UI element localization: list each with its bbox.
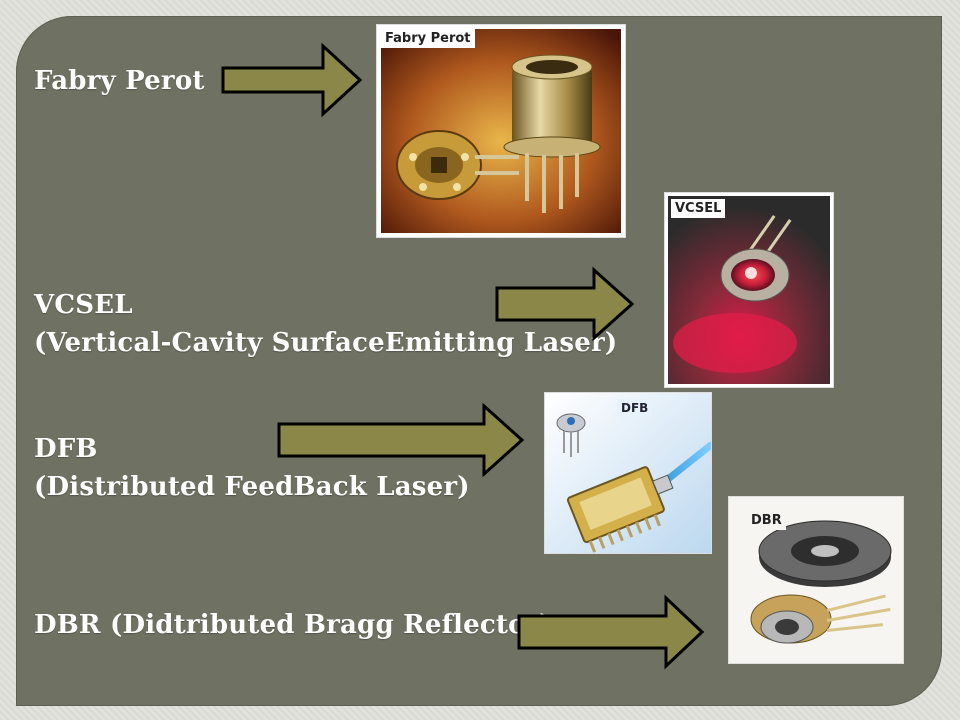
label-title: Fabry Perot (34, 66, 205, 96)
arrow-right-icon (277, 402, 525, 478)
photo-tag: DBR (747, 511, 786, 530)
photo-tag: Fabry Perot (381, 29, 475, 48)
label-title: DFB (34, 434, 98, 464)
photo-dbr: DBR (728, 496, 904, 664)
label-fabry-perot: Fabry Perot (34, 62, 205, 100)
arrow-right-icon (495, 266, 635, 342)
label-title: VCSEL (34, 290, 133, 320)
label-dfb: DFB (Distributed FeedBack Laser) (34, 430, 470, 506)
fabry-perot-laser-image (381, 29, 621, 233)
photo-tag: DFB (617, 399, 653, 417)
arrow-right-icon (221, 42, 363, 118)
label-subtitle: (Vertical-Cavity SurfaceEmitting Laser) (34, 328, 618, 358)
arrow-right-icon (517, 594, 705, 670)
vcsel-laser-image (668, 196, 830, 384)
photo-dfb: DFB (544, 392, 712, 554)
dfb-laser-image (545, 393, 711, 553)
photo-tag: VCSEL (671, 199, 726, 218)
photo-fabry-perot: Fabry Perot (376, 24, 626, 238)
label-subtitle: (Distributed FeedBack Laser) (34, 472, 470, 502)
photo-vcsel: VCSEL (664, 192, 834, 388)
label-title: DBR (Didtributed Bragg Reflector) (34, 610, 553, 640)
label-dbr: DBR (Didtributed Bragg Reflector) (34, 606, 552, 644)
label-vcsel: VCSEL (Vertical-Cavity SurfaceEmitting L… (34, 286, 617, 362)
